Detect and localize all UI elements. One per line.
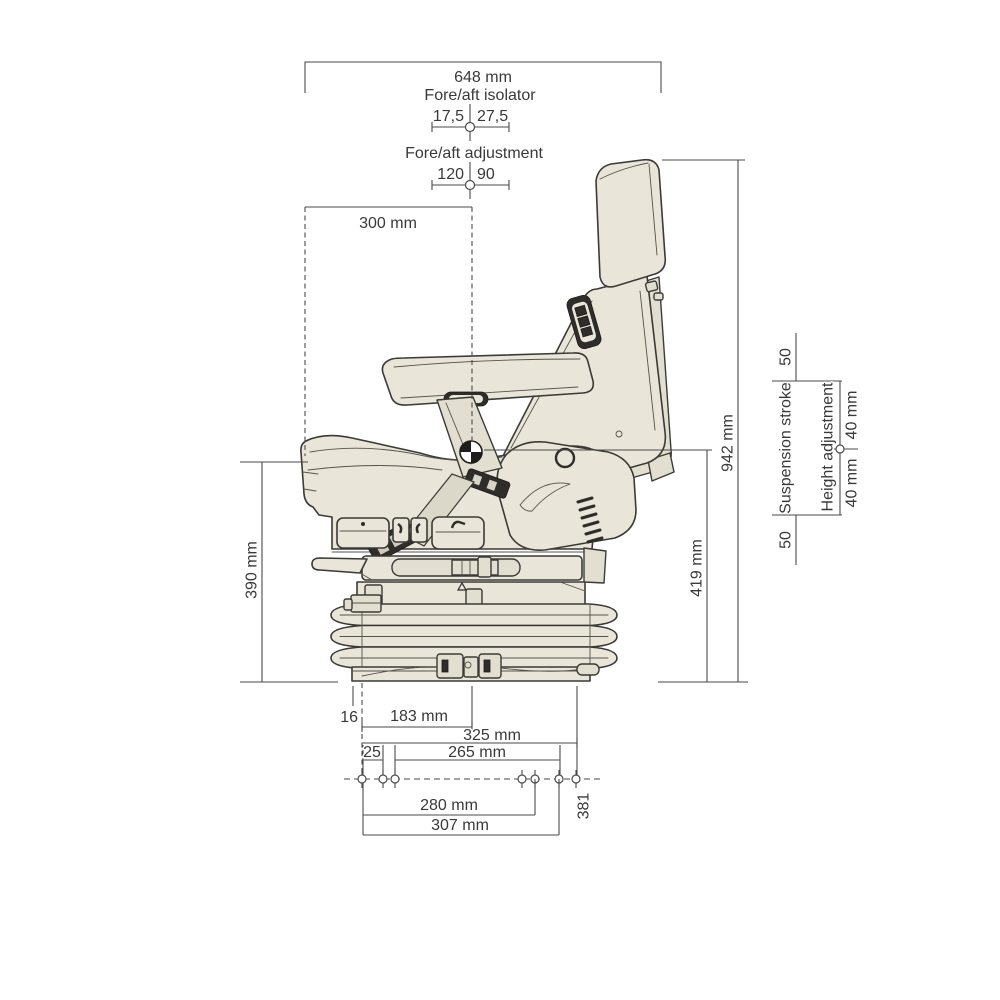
isolator-label: Fore/aft isolator [424, 87, 536, 104]
seat-illustration [300, 158, 675, 682]
dim-overall-width-label: 648 mm [454, 69, 512, 86]
base-280-label: 280 mm [420, 797, 478, 814]
suspension-stroke-label: Suspension stroke [778, 382, 795, 514]
bellows-clamp [350, 594, 382, 613]
sip-marker [459, 440, 483, 464]
suspension-upper-base [356, 581, 586, 607]
dim-cushion-depth: 300 mm [304, 206, 473, 456]
dim-base-mounting: 16 183 mm 325 mm 25 265 mm [339, 683, 600, 836]
recline-pivot [554, 447, 576, 469]
adjustment-front-value: 120 [437, 166, 464, 183]
base-offset-value: 16 [340, 709, 358, 726]
height-adjustment-label: Height adjustment [820, 382, 837, 512]
headrest [595, 158, 667, 288]
dim-seat-height: 390 mm [240, 461, 338, 683]
adjustment-rear-value: 90 [477, 166, 495, 183]
adjustment-label: Fore/aft adjustment [405, 145, 543, 162]
sip-height-label: 419 mm [689, 539, 706, 597]
overall-height-label: 942 mm [720, 414, 737, 472]
base-381-label: 381 [576, 793, 593, 820]
backrest-badge [566, 294, 602, 350]
base-25-label: 25 [363, 744, 381, 761]
base-265-label: 265 mm [448, 744, 506, 761]
height-adjustment-upper-value: 40 mm [844, 391, 861, 440]
base-rail [351, 653, 600, 682]
height-adjustment-lower-value: 40 mm [844, 459, 861, 508]
switch-cluster-wide [431, 516, 485, 550]
dim-suspension-stroke: 50 50 Suspension stroke Height adjustmen… [772, 333, 862, 565]
suspension-stroke-upper-value: 50 [778, 348, 795, 366]
dim-sip-height: 419 mm [484, 449, 712, 682]
isolator-front-value: 17,5 [433, 108, 464, 125]
dim-fore-aft-adjustment: Fore/aft adjustment 120 90 [404, 144, 545, 199]
side-shield [496, 440, 637, 552]
control-switch-panel [336, 516, 485, 550]
base-307-label: 307 mm [431, 817, 489, 834]
dim-overall-height: 942 mm [658, 159, 748, 683]
slide-lever [311, 557, 368, 574]
dim-fore-aft-isolator: Fore/aft isolator 17,5 27,5 [423, 86, 538, 141]
dim-overall-width: 648 mm [304, 61, 662, 93]
isolator-rear-value: 27,5 [477, 108, 508, 125]
side-ribs [576, 496, 604, 544]
dimension-annotations: 648 mm Fore/aft isolator 17,5 27,5 Fore/… [240, 61, 862, 836]
switch-cluster-left [336, 517, 390, 549]
slide-rail-assembly [311, 547, 607, 584]
switch-button-2 [410, 517, 428, 543]
base-183-label: 183 mm [390, 708, 448, 725]
base-325-label: 325 mm [463, 727, 521, 744]
suspension-bellows [330, 594, 618, 670]
cushion-depth-label: 300 mm [359, 215, 417, 232]
seat-height-label: 390 mm [244, 541, 261, 599]
suspension-stroke-lower-value: 50 [778, 531, 795, 549]
tilt-handle-slot [519, 482, 571, 512]
